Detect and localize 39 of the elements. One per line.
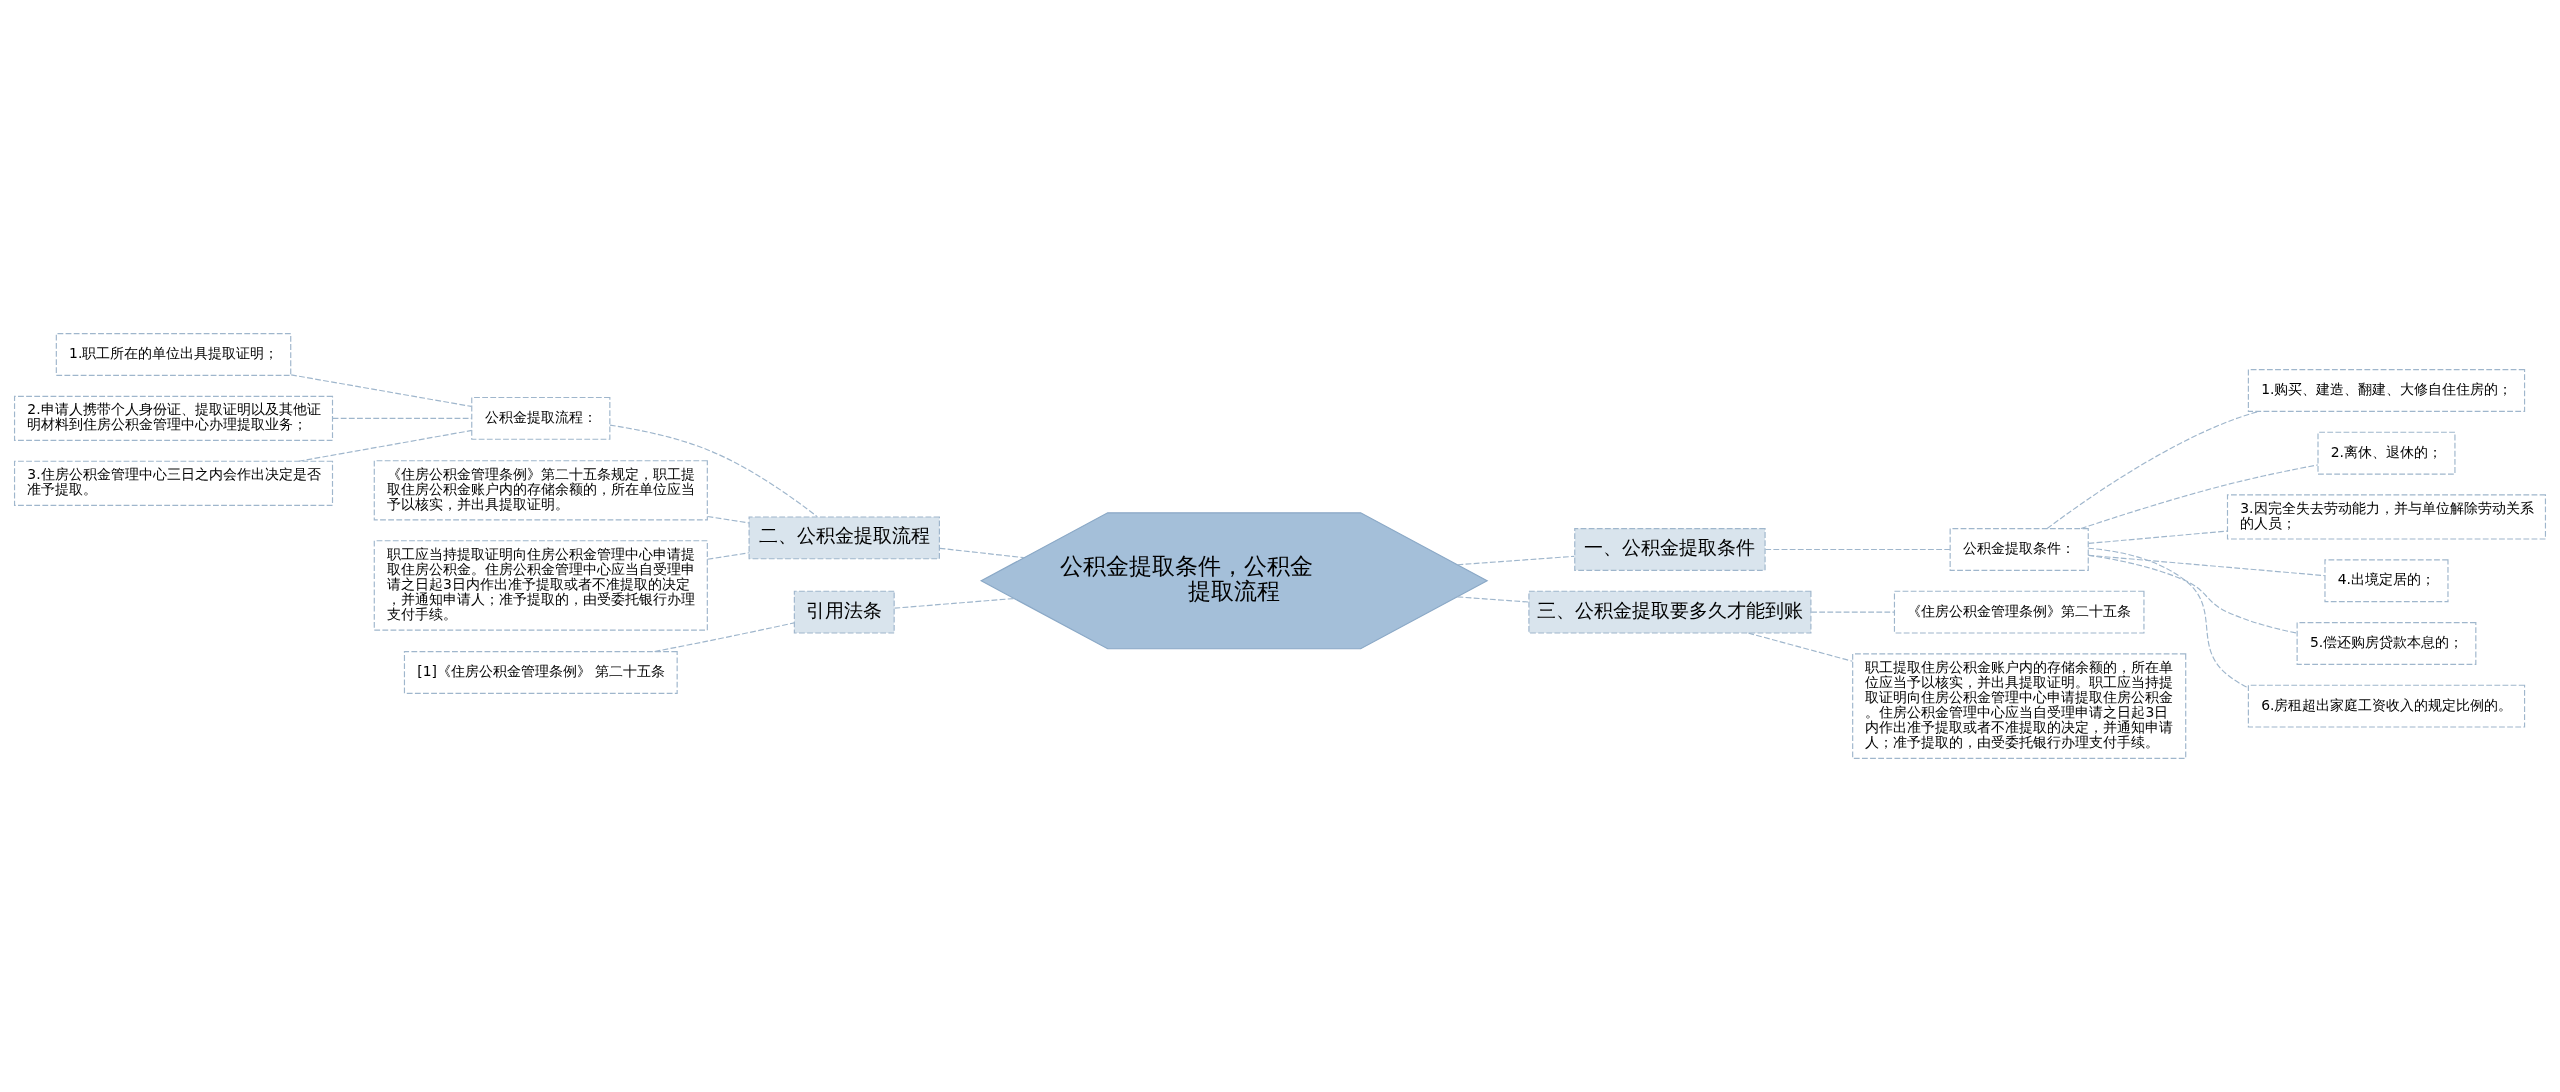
connector — [2088, 530, 2228, 544]
connector — [1456, 596, 1530, 603]
connector — [1747, 632, 1854, 662]
node-box: 3.因完全失去劳动能力，并与单位解除劳动关系的人员； — [2226, 494, 2547, 540]
node-box: 引用法条 — [793, 590, 895, 634]
node-box: 职工提取住房公积金账户内的存储余额的，所在单位应当予以核实，并出具提取证明。职工应当持提取证明向住房公积金管理中心申请提取住房公积金。住房公积金管理中心应当自受理申请之日起3日内作出准予提取或者不准提取的决定，并通知申请人；准予提取的，由受委托银行办理支付手续。 — [1852, 653, 2187, 759]
connector — [2087, 554, 2298, 634]
node-box: 4.出境定居的； — [2324, 559, 2449, 603]
connector — [298, 429, 473, 462]
connector — [939, 547, 1025, 559]
node-box: 二、公积金提取流程 — [748, 516, 940, 560]
node-box: 1.职工所在的单位出具提取证明； — [55, 333, 292, 376]
node-box: 2.申请人携带个人身份证、提取证明以及其他证明材料到住房公积金管理中心办理提取业务； — [13, 395, 334, 441]
node-box: 三、公积金提取要多久才能到账 — [1528, 590, 1812, 634]
connector — [609, 424, 818, 518]
node-box: 《住房公积金管理条例》第二十五条规定，职工提取住房公积金账户内的存储余额的，所在单位应当予以核实，并出具提取证明。 — [373, 460, 708, 521]
connector — [706, 552, 750, 560]
connector — [653, 622, 795, 653]
node-box: 5.偿还购房贷款本息的； — [2296, 622, 2477, 665]
node-box: 3.住房公积金管理中心三日之内会作出决定是否准予提取。 — [13, 460, 334, 506]
node-box: 6.房租超出家庭工资收入的规定比例的。 — [2247, 684, 2526, 728]
connector — [2046, 410, 2260, 530]
connector — [893, 597, 1015, 609]
node-box: 公积金提取流程： — [471, 396, 611, 440]
connector — [1764, 548, 1951, 551]
connector — [1456, 555, 1575, 566]
node-box: 《住房公积金管理条例》第二十五条 — [1893, 590, 2145, 634]
connector — [2087, 547, 2249, 689]
connector — [332, 417, 473, 419]
node-box: 职工应当持提取证明向住房公积金管理中心申请提取住房公积金。住房公积金管理中心应当自受理申请之日起3日内作出准予提取或者不准提取的决定，并通知申请人；准予提取的，由受委托银行办理支付手续。 — [373, 540, 708, 631]
node-box: [1]《住房公积金管理条例》 第二十五条 — [403, 651, 678, 694]
node-box: 1.购买、建造、翻建、大修自住住房的； — [2247, 369, 2526, 412]
node-box: 2.离休、退休的； — [2317, 431, 2456, 475]
connector — [1810, 611, 1895, 613]
node-box: 公积金提取条件： — [1949, 528, 2089, 571]
connector — [2080, 464, 2319, 530]
connector — [706, 515, 750, 524]
connector — [290, 374, 473, 407]
node-box: 一、公积金提取条件 — [1574, 528, 1766, 571]
